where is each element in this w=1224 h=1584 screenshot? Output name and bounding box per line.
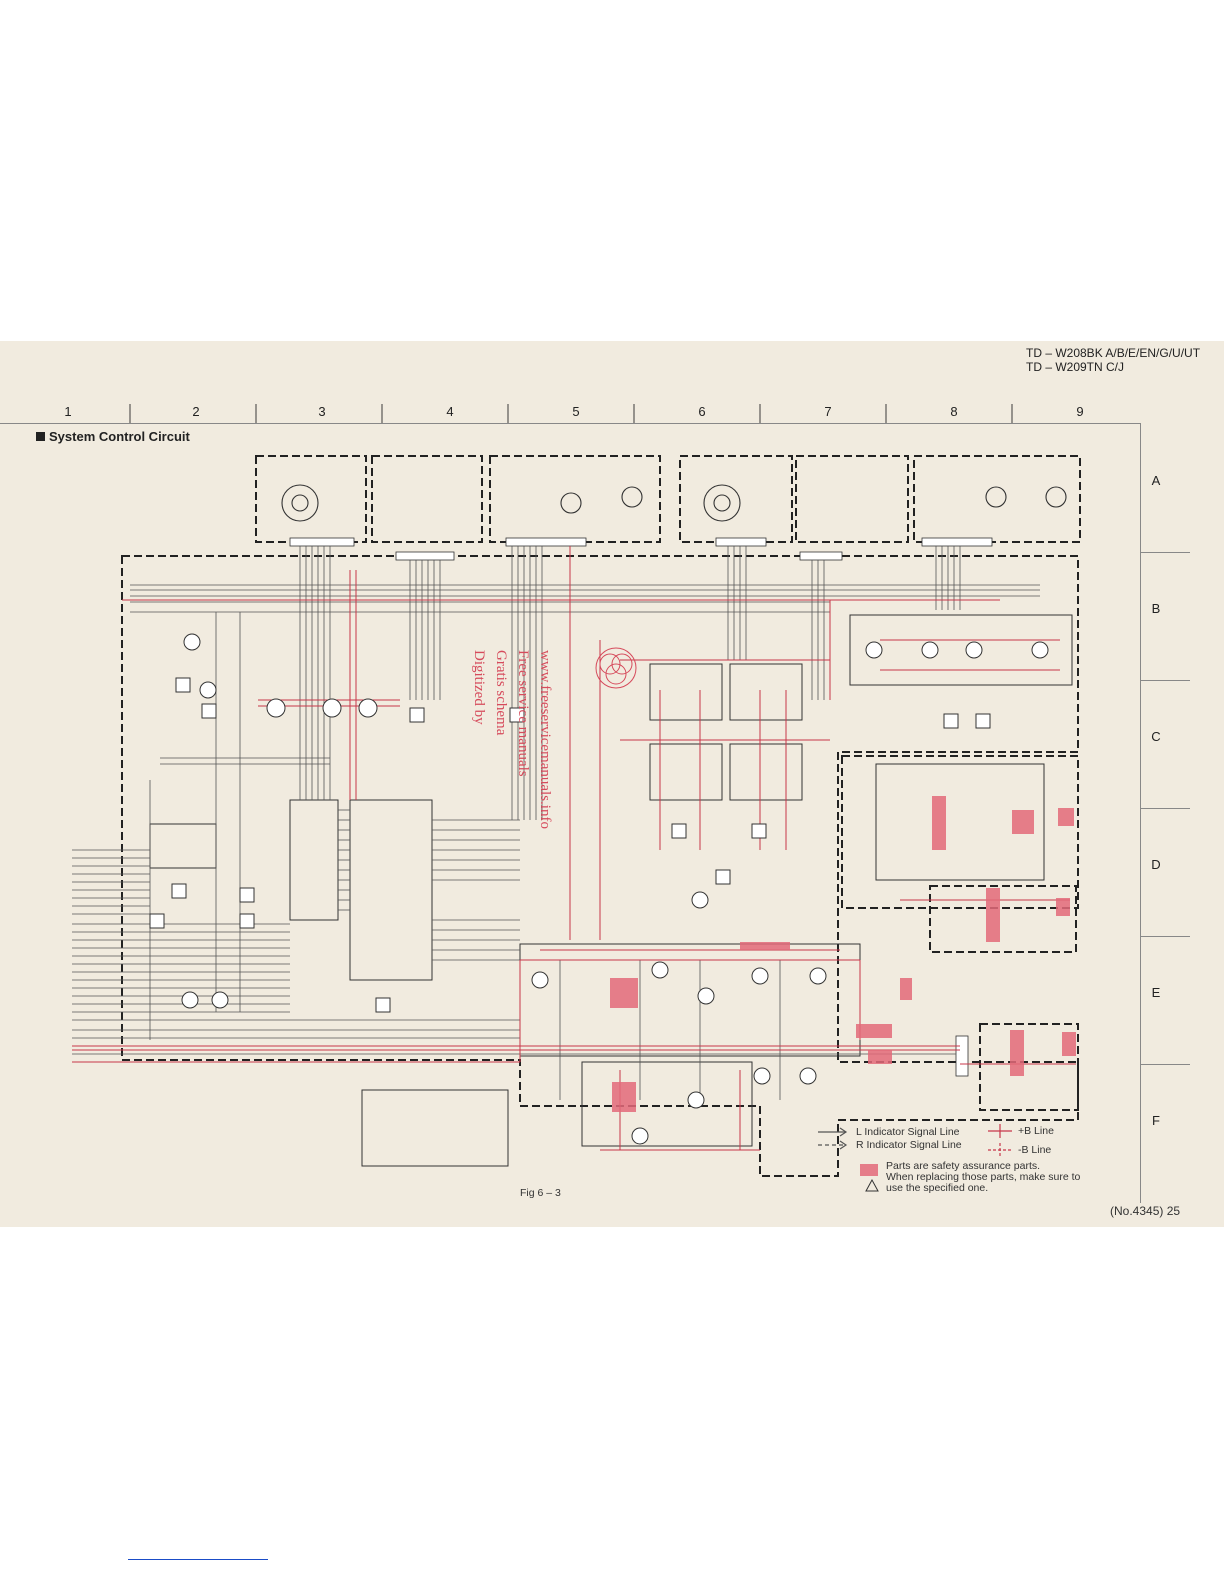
column-label-2: 2 — [192, 404, 200, 419]
legend-safety-3: use the specified one. — [886, 1182, 989, 1194]
watermark-line-4: Digitized by — [471, 650, 487, 725]
row-separator — [1140, 680, 1190, 681]
row-separator — [1140, 552, 1190, 553]
row-label-e: E — [1151, 985, 1161, 1000]
legend-r-signal: R Indicator Signal Line — [856, 1139, 962, 1151]
model-line-2: TD – W209TN C/J — [1026, 360, 1125, 374]
section-title: System Control Circuit — [36, 429, 190, 444]
row-label-c: C — [1151, 729, 1161, 744]
legend-minus-b: -B Line — [1018, 1144, 1052, 1156]
watermark-line-1: www.freeservicemanuals.info — [537, 650, 553, 829]
column-label-9: 9 — [1076, 404, 1084, 419]
model-line-1: TD – W208BK A/B/E/EN/G/U/UT — [1026, 346, 1201, 360]
page-number: (No.4345) 25 — [1110, 1204, 1181, 1218]
column-label-4: 4 — [446, 404, 454, 419]
row-separator — [1140, 808, 1190, 809]
column-label-1: 1 — [64, 404, 72, 419]
watermark-line-3: Gratis schema — [493, 650, 509, 736]
row-label-a: A — [1151, 473, 1161, 488]
figure-caption: Fig 6 – 3 — [520, 1187, 561, 1199]
legend-l-signal: L Indicator Signal Line — [856, 1126, 960, 1138]
square-bullet-icon — [36, 432, 45, 441]
row-separator — [1140, 936, 1190, 937]
schematic-sheet — [0, 341, 1224, 1227]
column-label-3: 3 — [318, 404, 326, 419]
model-header: TD – W208BK A/B/E/EN/G/U/UT TD – W209TN … — [1026, 346, 1200, 374]
watermark-line-2: Free service manuals — [515, 650, 531, 777]
row-label-b: B — [1151, 601, 1161, 616]
row-separator — [1140, 1064, 1190, 1065]
column-label-5: 5 — [572, 404, 580, 419]
column-index-bar: 1 2 3 4 5 6 7 8 9 — [0, 401, 1140, 424]
column-label-6: 6 — [698, 404, 706, 419]
column-label-8: 8 — [950, 404, 958, 419]
watermark-text: www.freeservicemanuals.info Free service… — [468, 650, 556, 829]
legend-safety-1: Parts are safety assurance parts. — [886, 1160, 1041, 1172]
column-label-7: 7 — [824, 404, 832, 419]
legend-plus-b: +B Line — [1018, 1125, 1054, 1137]
row-label-f: F — [1152, 1113, 1160, 1128]
legend-safety-2: When replacing those parts, make sure to — [886, 1171, 1081, 1183]
row-index-divider — [1140, 423, 1141, 1203]
row-label-d: D — [1151, 857, 1161, 872]
footer-link-underline — [128, 1559, 268, 1560]
